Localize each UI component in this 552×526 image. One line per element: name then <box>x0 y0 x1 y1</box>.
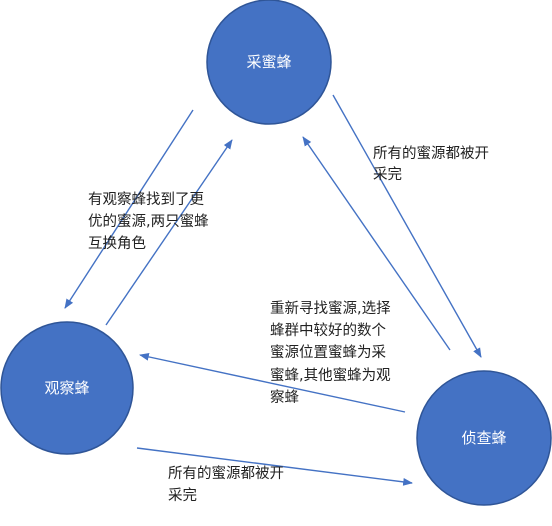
node-scout-bee: 侦查蜂 <box>416 370 552 506</box>
edge-label-line: 重新寻找蜜源,选择 <box>270 300 391 317</box>
edge-label-line: 所有的蜜源都被开 <box>373 145 489 162</box>
node-circle <box>416 370 552 506</box>
arrow-employed-to-onlooker <box>64 109 194 309</box>
node-label-scout-bee: 侦查蜂 <box>461 429 506 447</box>
edge-label-onlooker-to-scout: 所有的蜜源都被开 采完 <box>168 465 284 504</box>
node-label-onlooker-bee: 观察蜂 <box>44 379 89 397</box>
edge-label-line: 察蜂 <box>270 388 299 406</box>
arrow-employed-to-scout <box>332 94 482 358</box>
node-circle <box>206 0 332 125</box>
edge-label-line: 蜂群中较好的数个 <box>270 321 386 339</box>
arrows <box>64 94 482 486</box>
edge-label-line: 优的蜜源,两只蜜蜂 <box>88 213 209 230</box>
node-employed-bee: 采蜜蜂 <box>206 0 332 125</box>
edge-label-line: 蜜蜂,其他蜜蜂为观 <box>270 367 391 384</box>
edge-label-employed-to-scout: 所有的蜜源都被开 采完 <box>373 145 489 183</box>
edge-label-onlooker-to-employed: 有观察蜂找到了更 优的蜜源,两只蜜蜂 互换角色 <box>88 190 209 252</box>
node-label-employed-bee: 采蜜蜂 <box>246 53 291 71</box>
edge-label-line: 有观察蜂找到了更 <box>88 190 204 208</box>
edge-label-line: 采完 <box>373 166 402 183</box>
arrow-scout-to-onlooker <box>139 353 406 413</box>
edge-label-line: 所有的蜜源都被开 <box>168 465 284 482</box>
node-circle <box>0 321 134 455</box>
edge-label-scout-to-employed: 重新寻找蜜源,选择 蜂群中较好的数个 蜜源位置蜜蜂为采 蜜蜂,其他蜜蜂为观 察蜂 <box>270 300 391 406</box>
arrow-onlooker-to-employed <box>105 139 233 326</box>
edge-label-line: 蜜源位置蜜蜂为采 <box>270 344 386 361</box>
arrow-scout-to-employed <box>302 136 451 351</box>
arrow-onlooker-to-scout <box>136 447 413 486</box>
node-onlooker-bee: 观察蜂 <box>0 321 134 455</box>
edge-label-line: 互换角色 <box>88 235 146 252</box>
edge-label-line: 采完 <box>168 487 197 504</box>
